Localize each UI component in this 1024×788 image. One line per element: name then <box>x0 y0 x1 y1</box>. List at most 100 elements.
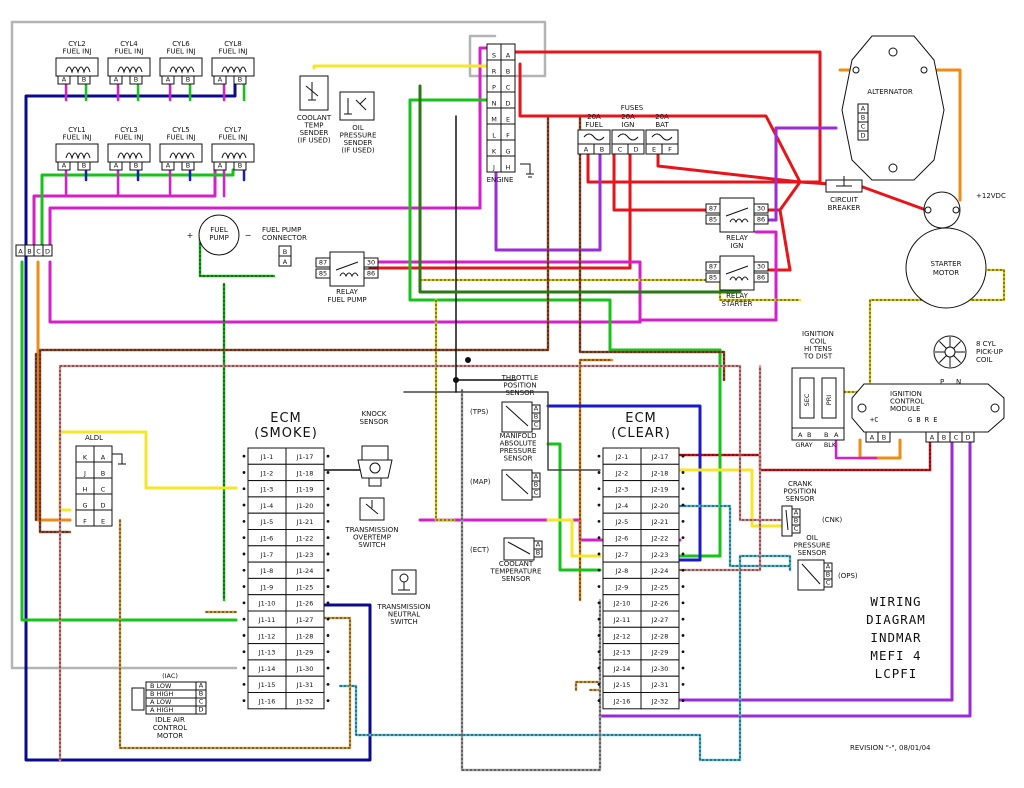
icm-right-pin-c-label: C <box>954 434 959 442</box>
inj-pin-b-label: B <box>186 162 190 170</box>
ecm-pin-dot <box>242 503 246 507</box>
title-line-1: WIRING <box>870 594 921 609</box>
ecm-pin-left-label: J1-6 <box>260 535 274 543</box>
ecm-pin-left-label: J2-13 <box>613 649 631 657</box>
tps-pin-a-label: A <box>534 405 539 413</box>
ecm-pin-dot <box>242 666 246 670</box>
inj-pin-b <box>129 75 143 85</box>
fuse-pin <box>593 143 611 155</box>
ecm-pin-right-label: J1-26 <box>296 600 314 608</box>
tps-symbol <box>505 405 529 427</box>
inj-pin-b <box>181 75 195 85</box>
ecm-pin-right-label: J2-30 <box>651 665 669 673</box>
iac-pin-d-label: D <box>198 706 203 714</box>
wire-gray-j2-9-stripe <box>461 389 601 771</box>
inj-pin-a-label: A <box>166 76 171 84</box>
ecm-pin-dot <box>326 454 330 458</box>
ecm-pin-dot <box>597 601 601 605</box>
title-line-3: INDMAR <box>870 630 921 645</box>
relay-pin <box>753 203 769 214</box>
wire-brown-relay-stripe <box>579 117 725 381</box>
pickup-p: P <box>940 378 944 386</box>
wire-junction-dot-2 <box>465 357 471 363</box>
relay-pin <box>705 214 721 225</box>
ecm-pin-left-label: J1-9 <box>260 583 274 591</box>
wire-lightblue-iac-stripe <box>339 555 791 761</box>
ect-tag: (ECT) <box>470 546 489 554</box>
inj-pin-b-label: B <box>82 162 86 170</box>
ecm-pin-dot <box>681 536 685 540</box>
ecm-pin-dot <box>681 552 685 556</box>
title-line-4: MEFI 4 <box>870 648 921 663</box>
coil-sec: SEC <box>803 393 811 406</box>
relay-pin <box>753 261 769 272</box>
ecm-pin-dot <box>681 471 685 474</box>
fuse-pin-label: F <box>668 146 672 154</box>
icm-right-pin-a-label: A <box>930 434 935 442</box>
tps-pin-b-label: B <box>534 413 538 421</box>
aldl-pin-e-label: E <box>101 518 105 526</box>
ecm-pin-dot <box>326 666 330 670</box>
wire-red-batt <box>858 184 928 212</box>
ecm-pin-dot <box>326 682 330 686</box>
ecm-pin-left-label: J1-12 <box>258 632 276 640</box>
map-pin-b-label: B <box>534 481 538 489</box>
relay-body <box>719 255 755 291</box>
ecm-pin-left-label: J2-15 <box>613 681 631 689</box>
engine-pin-l-label: L <box>492 132 496 140</box>
fuse-pin-label: A <box>584 146 589 154</box>
aldl-pin-b-label: B <box>101 470 105 478</box>
ecm-pin-right-label: J2-23 <box>651 551 669 559</box>
aldl-pin-d-label: D <box>100 502 105 510</box>
relay-pin <box>315 268 331 279</box>
wire-brown-m-stripe <box>39 117 549 533</box>
ecm-pin-dot <box>597 454 601 458</box>
ecm-pin-dot <box>326 552 330 556</box>
fuse-element <box>583 133 605 141</box>
harness-pin-a-label: A <box>18 248 23 256</box>
coil-pin-4: A <box>834 431 839 439</box>
wire-tan-j2b-stripe <box>575 681 601 691</box>
ecm-pin-left-label: J2-1 <box>615 453 629 461</box>
ecm-pin-dot <box>326 650 330 654</box>
relay-pin-label: 86 <box>367 270 375 278</box>
ecm-pin-dot <box>681 634 685 637</box>
relay-pin-label: 30 <box>367 259 375 267</box>
ecm-pin-left-label: J1-15 <box>258 681 276 689</box>
relay-pin-label: 30 <box>757 205 765 213</box>
wire-purple-j2-32 <box>678 438 954 702</box>
tps-tag: (TPS) <box>470 408 489 416</box>
ecm-pin-dot <box>597 552 601 556</box>
ect-symbol <box>507 541 531 555</box>
aldl-label: ALDL <box>85 434 103 442</box>
ecm-pin-right-label: J2-20 <box>651 502 669 510</box>
ecm-pin-dot <box>597 634 601 637</box>
engine-pin-g-label: G <box>505 148 510 156</box>
title-line-2: DIAGRAM <box>866 612 926 627</box>
ops-pin-a-label: A <box>826 563 831 571</box>
ecm-clear: ECM(CLEAR)J2-1J2-2J2-3J2-4J2-5J2-6J2-7J2… <box>597 411 685 710</box>
ecm-pin-left-label: J2-10 <box>613 600 631 608</box>
ecm-pin-dot <box>326 487 330 491</box>
aldl-pin-a-label: A <box>101 454 106 462</box>
fuse-element <box>651 133 673 141</box>
tps-body <box>501 401 533 433</box>
ecm-pin-dot <box>681 682 685 686</box>
inj-pin-a-label: A <box>62 162 67 170</box>
inj-pin-b-label: B <box>134 162 138 170</box>
